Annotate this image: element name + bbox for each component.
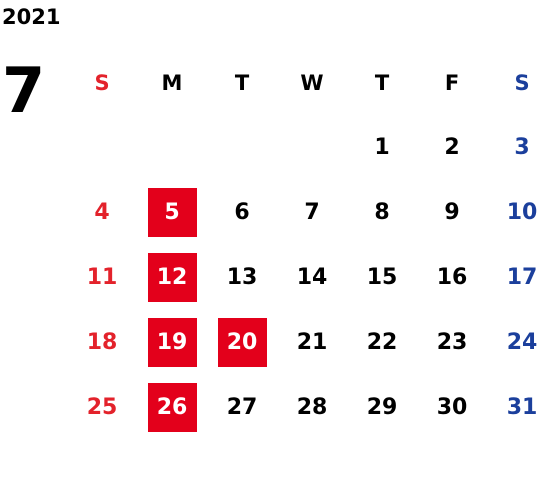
- day-cell: 13: [226, 265, 258, 290]
- day-cell: 16: [436, 265, 468, 290]
- weekday-friday: F: [444, 70, 460, 95]
- day-cell: 23: [436, 330, 468, 355]
- weekday-monday: M: [161, 70, 183, 95]
- weekday-sunday: S: [94, 70, 110, 95]
- day-cell: [207, 115, 277, 180]
- day-cell: 7: [304, 200, 320, 225]
- weekday-thursday: T: [374, 70, 390, 95]
- day-cell: 3: [514, 135, 530, 160]
- day-cell: 10: [506, 200, 538, 225]
- month-number: 7: [2, 54, 46, 127]
- day-cell: 28: [296, 395, 328, 420]
- day-cell: 24: [506, 330, 538, 355]
- day-cell: 15: [366, 265, 398, 290]
- day-cell: 31: [506, 395, 538, 420]
- weekday-tuesday: T: [234, 70, 250, 95]
- day-cell: 17: [506, 265, 538, 290]
- day-cell: [67, 115, 137, 180]
- day-cell-highlighted: 5: [137, 180, 207, 245]
- calendar-grid: S M T W T F S 1 2 3 4 5 6 7 8 9 10 11 12…: [67, 50, 548, 440]
- day-cell: 2: [444, 135, 460, 160]
- day-cell: 21: [296, 330, 328, 355]
- day-cell: [277, 115, 347, 180]
- day-cell: 29: [366, 395, 398, 420]
- weekday-wednesday: W: [300, 70, 324, 95]
- day-cell: 1: [374, 135, 390, 160]
- year-label: 2021: [2, 5, 61, 29]
- day-cell: 18: [86, 330, 118, 355]
- day-cell: 6: [234, 200, 250, 225]
- weekday-saturday: S: [514, 70, 530, 95]
- day-cell: 30: [436, 395, 468, 420]
- day-cell-highlighted: 12: [137, 245, 207, 310]
- day-cell-highlighted: 20: [207, 310, 277, 375]
- day-cell: 27: [226, 395, 258, 420]
- day-cell: 22: [366, 330, 398, 355]
- day-cell: [137, 115, 207, 180]
- day-cell: 11: [86, 265, 118, 290]
- day-cell: 9: [444, 200, 460, 225]
- day-cell-highlighted: 26: [137, 375, 207, 440]
- day-cell-highlighted: 19: [137, 310, 207, 375]
- day-cell: 4: [94, 200, 110, 225]
- day-cell: 8: [374, 200, 390, 225]
- day-cell: 14: [296, 265, 328, 290]
- day-cell: 25: [86, 395, 118, 420]
